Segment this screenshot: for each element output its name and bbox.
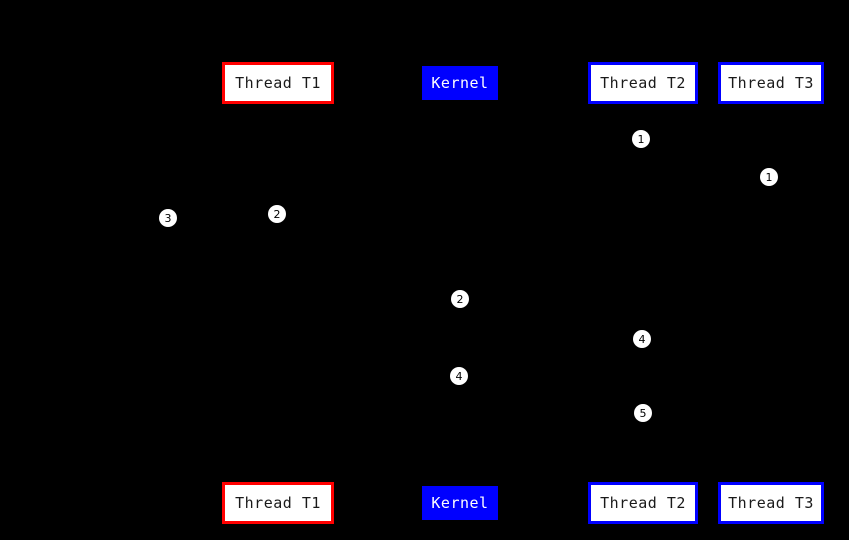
participant-footer-t2[interactable]: Thread T2 — [588, 482, 698, 524]
participant-label: Kernel — [431, 494, 489, 512]
step-marker: 5 — [634, 404, 652, 422]
step-marker: 2 — [451, 290, 469, 308]
participant-label: Thread T3 — [728, 494, 814, 512]
step-marker: 1 — [760, 168, 778, 186]
participant-label: Thread T1 — [235, 74, 321, 92]
participant-header-t1[interactable]: Thread T1 — [222, 62, 334, 104]
participant-header-kernel[interactable]: Kernel — [422, 66, 498, 100]
participant-header-t3[interactable]: Thread T3 — [718, 62, 824, 104]
participant-label: Thread T1 — [235, 494, 321, 512]
step-marker: 1 — [632, 130, 650, 148]
participant-label: Thread T2 — [600, 494, 686, 512]
participant-label: Thread T3 — [728, 74, 814, 92]
participant-label: Kernel — [431, 74, 489, 92]
participant-label: Thread T2 — [600, 74, 686, 92]
participant-header-t2[interactable]: Thread T2 — [588, 62, 698, 104]
lifeline-t2 — [643, 104, 644, 482]
step-marker: 4 — [450, 367, 468, 385]
step-marker: 2 — [268, 205, 286, 223]
participant-footer-t3[interactable]: Thread T3 — [718, 482, 824, 524]
lifeline-t1 — [278, 104, 279, 482]
step-marker: 3 — [159, 209, 177, 227]
step-marker: 4 — [633, 330, 651, 348]
participant-footer-kernel[interactable]: Kernel — [422, 486, 498, 520]
lifeline-t3 — [771, 104, 772, 482]
participant-footer-t1[interactable]: Thread T1 — [222, 482, 334, 524]
